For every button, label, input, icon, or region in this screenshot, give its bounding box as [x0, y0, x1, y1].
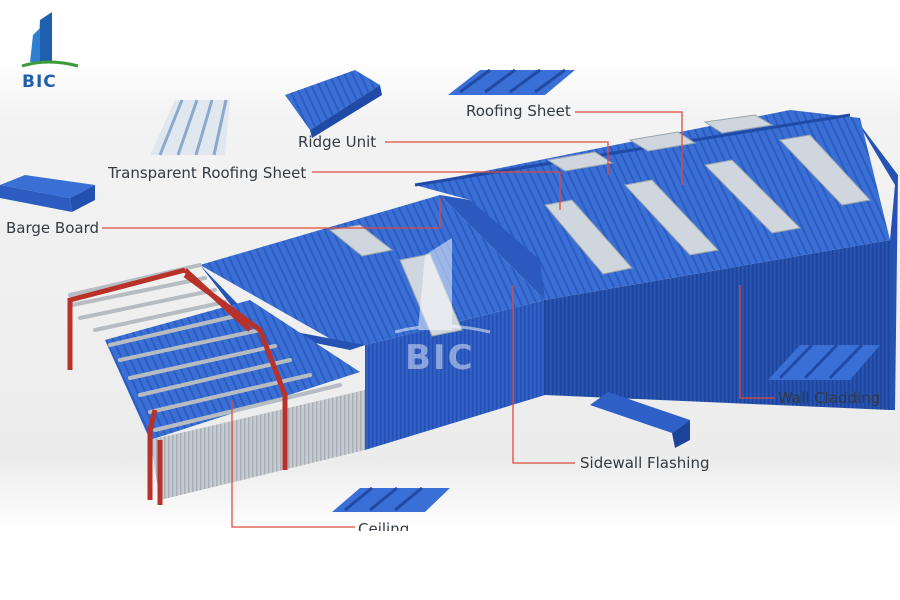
main-building	[365, 110, 898, 450]
label-barge-board: Barge Board	[6, 219, 99, 237]
ridge-unit-line	[414, 113, 851, 187]
watermark-text: BIC	[405, 338, 475, 378]
sidewall-flashing-icon	[590, 392, 690, 448]
sidewall-mid	[365, 300, 545, 450]
frame-roof-sheets	[105, 300, 360, 440]
leader-wall-cladding	[739, 285, 775, 399]
steel-frames	[67, 267, 288, 505]
open-frame	[67, 263, 365, 505]
transparent-roofing-sheet-icon	[150, 99, 230, 156]
leader-transparent-sheet	[312, 171, 561, 210]
label-ridge-unit: Ridge Unit	[298, 133, 377, 151]
ridge-unit-icon	[285, 70, 382, 138]
label-transparent-roofing-sheet: Transparent Roofing Sheet	[108, 164, 307, 182]
leader-ceiling	[231, 400, 355, 528]
barge-board-icon	[0, 175, 95, 212]
leader-sidewall-flashing	[512, 285, 575, 464]
purlins	[68, 263, 342, 432]
mid-roof	[200, 195, 545, 350]
roofing-sheet-icon	[448, 68, 575, 95]
component-icons	[0, 68, 880, 512]
skylights-main	[544, 114, 871, 275]
leader-lines	[102, 111, 775, 528]
leader-barge-board	[102, 198, 441, 229]
label-sidewall-flashing: Sidewall Flashing	[580, 454, 710, 472]
watermark-logo-icon	[394, 238, 491, 334]
label-wall-cladding: Wall Cladding	[778, 389, 881, 407]
label-ceiling: Ceiling	[358, 520, 410, 531]
ceiling-icon	[332, 486, 450, 512]
leader-roofing-sheet	[575, 111, 683, 185]
leader-ridge-unit	[385, 141, 609, 175]
bic-logo-text: BIC	[22, 72, 57, 92]
ceiling-panels	[150, 390, 365, 500]
bic-logo-icon	[21, 12, 79, 68]
wall-cladding-icon	[768, 343, 880, 380]
label-roofing-sheet: Roofing Sheet	[466, 102, 571, 120]
